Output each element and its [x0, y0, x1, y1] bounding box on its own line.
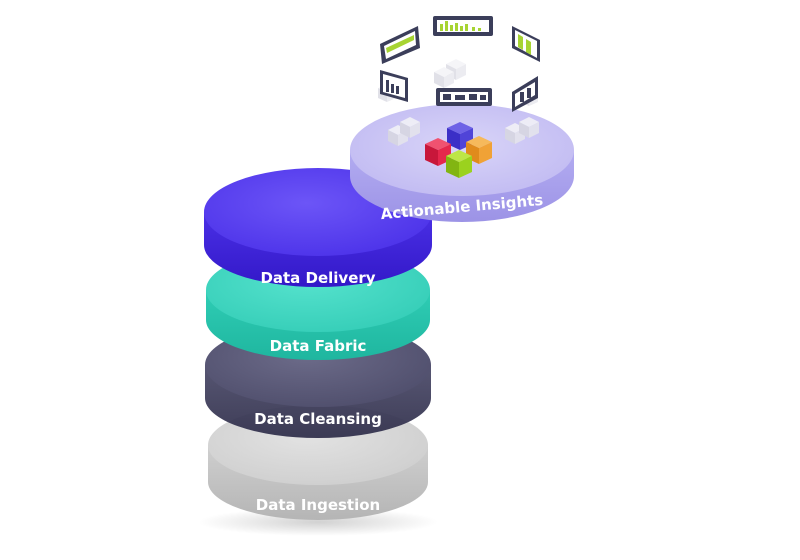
- panel-top-left: [380, 26, 420, 64]
- layer-ingestion-label: Data Ingestion: [256, 496, 380, 514]
- cube-cluster-top: [434, 59, 466, 88]
- layer-delivery-label: Data Delivery: [260, 269, 375, 287]
- layer-cleansing-label: Data Cleansing: [254, 410, 382, 428]
- panel-left: [380, 70, 408, 102]
- panel-bottom-center: [436, 88, 492, 106]
- cube-orange-icon: [466, 136, 492, 164]
- dashboard-ring: [380, 16, 540, 112]
- insights-top: [350, 104, 574, 196]
- layer-fabric-label: Data Fabric: [270, 337, 367, 355]
- actionable-insights-platform: Actionable Insights: [350, 16, 574, 223]
- panel-top-right: [512, 26, 540, 62]
- colored-cube-cluster: [425, 122, 492, 178]
- cube-cluster-right: [505, 117, 539, 144]
- cube-cluster-left: [388, 117, 420, 146]
- panel-right: [512, 76, 538, 112]
- cube-green-icon: [446, 150, 472, 178]
- panel-top-center: [433, 16, 493, 36]
- ground-shadow: [198, 508, 438, 536]
- layer-data-delivery: Data Delivery: [204, 168, 432, 287]
